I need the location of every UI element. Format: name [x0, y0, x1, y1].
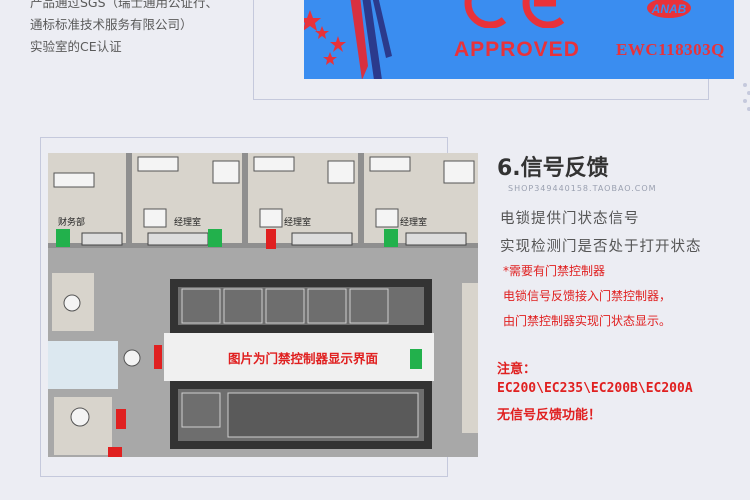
room-label-manager-1: 经理室 [174, 218, 202, 228]
certificate-code: EWC118303Q [616, 40, 725, 59]
ce-certificate-banner: APPROVED ANAB EWC118303Q [304, 0, 734, 79]
no-feedback-warning: 无信号反馈功能！ [497, 408, 602, 423]
note-line-2: 电锁信号反馈接入门禁控制器， [503, 289, 672, 303]
intro-text: 产品通过SGS（瑞士通用公证行、 通标标准技术服务有限公司） 实验室的CE认证 [30, 0, 270, 58]
frame-line-plan-left [40, 137, 41, 477]
approved-text: APPROVED [454, 38, 580, 61]
attention-label: 注意： [497, 362, 537, 377]
anab-logo-icon: ANAB [647, 0, 691, 18]
intro-line-1: 产品通过SGS（瑞士通用公证行、 [30, 0, 219, 10]
frame-line-top-right [708, 79, 709, 100]
model-list: EC200\EC235\EC200B\EC200A [497, 381, 693, 396]
room-label-manager-3: 经理室 [400, 218, 428, 228]
edge-decoration [735, 79, 750, 119]
intro-line-3: 实验室的CE认证 [30, 39, 122, 54]
room-label-manager-2: 经理室 [284, 218, 312, 228]
ce-mark-icon [464, 0, 565, 28]
desc-line-2: 实现检测门是否处于打开状态 [500, 239, 702, 255]
room-label-finance: 财务部 [58, 218, 86, 228]
controller-display-caption: 图片为门禁控制器显示界面 [227, 351, 378, 366]
seal-icon [304, 0, 392, 79]
floor-plan: 财务部 经理室 经理室 经理室 图片为门禁控制器显示界面 [48, 153, 478, 457]
desc-line-1: 电锁提供门状态信号 [500, 211, 640, 227]
frame-line-top-left [253, 0, 254, 99]
intro-line-2: 通标标准技术服务有限公司） [30, 17, 193, 32]
frame-line-top-bottom [253, 99, 708, 100]
frame-line-plan-bottom [40, 476, 448, 477]
section-title: 6.信号反馈 [497, 156, 609, 181]
note-line-1: *需要有门禁控制器 [503, 264, 606, 278]
frame-line-plan-top [40, 137, 448, 138]
svg-text:ANAB: ANAB [651, 2, 687, 16]
shop-url: SHOP349440158.TAOBAO.COM [508, 184, 657, 193]
note-line-3: 由门禁控制器实现门状态显示。 [503, 314, 672, 328]
